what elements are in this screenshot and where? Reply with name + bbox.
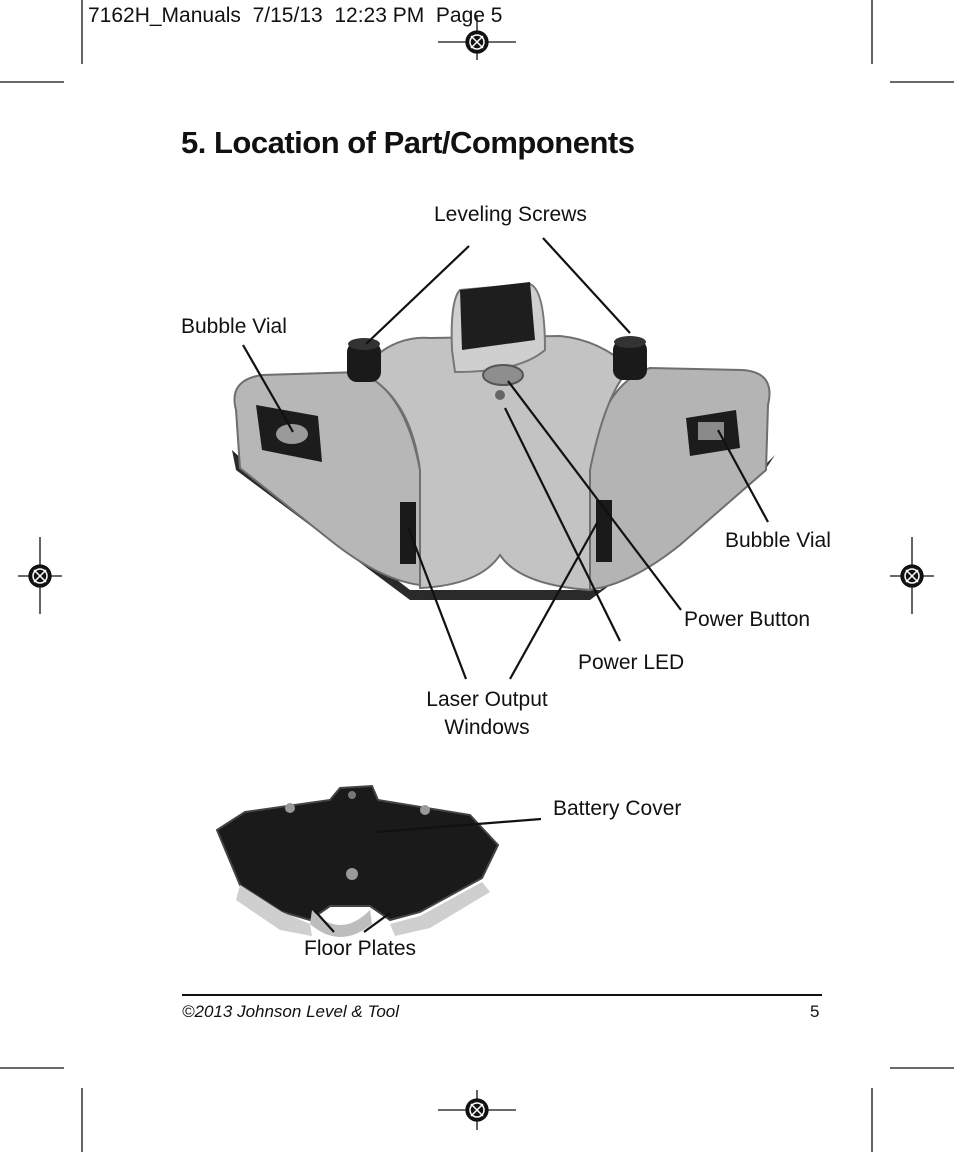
underside-illustration [215,784,500,937]
registration-mark-left [18,537,62,614]
label-bubble-vial-left: Bubble Vial [181,315,287,338]
label-power-led: Power LED [578,651,685,674]
label-power-button: Power Button [684,608,811,631]
label-battery-cover: Battery Cover [553,797,682,820]
label-laser-output-line1: Laser Output [426,688,548,711]
page-title: 5. Location of Part/Components [181,125,635,160]
footer-rule [182,994,822,996]
label-laser-output-line2: Windows [444,716,530,739]
page-number: 5 [810,1002,820,1021]
leader-lines-top [242,237,769,680]
registration-mark-top [438,16,516,60]
footer-copyright: ©2013 Johnson Level & Tool [182,1002,399,1021]
label-floor-plates: Floor Plates [304,937,417,960]
registration-mark-bottom [438,1090,516,1130]
label-laser-output-windows: Laser Output Windows [417,688,557,740]
registration-mark-right [890,537,934,614]
label-bubble-vial-right: Bubble Vial [725,529,831,552]
laser-level-illustration [232,282,775,600]
leader-lines-bottom [314,817,542,933]
label-leveling-screws: Leveling Screws [434,203,587,226]
print-slug-line: 7162H_Manuals 7/15/13 12:23 PM Page 5 [88,4,503,27]
